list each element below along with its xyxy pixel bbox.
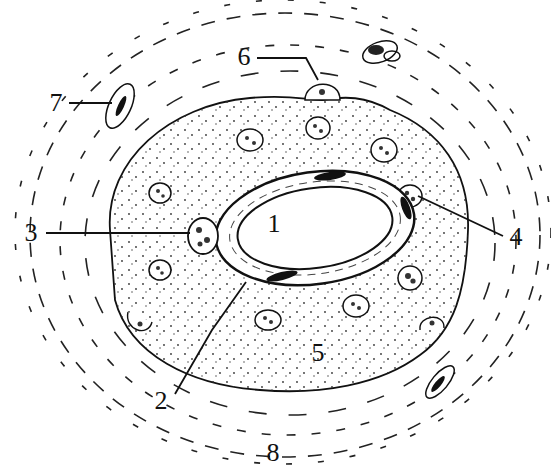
callout-number: 5 [312, 340, 325, 366]
callout-number: 7 [50, 90, 63, 116]
callout-number: 6 [238, 44, 251, 70]
capillary [208, 159, 422, 298]
cell-body [110, 97, 468, 392]
nuclei [149, 117, 422, 330]
chromatin [156, 124, 416, 324]
callout-number: 8 [267, 440, 280, 466]
connective-tissue [15, 0, 551, 464]
callout-number: 4 [510, 224, 523, 250]
satellite-cells [128, 84, 444, 330]
callout-number: 2 [155, 388, 168, 414]
fibroblasts [100, 36, 459, 402]
callout-number: 3 [25, 220, 38, 246]
callout-number: 1 [268, 211, 281, 237]
cytoplasm-stipple [110, 97, 468, 392]
leader-lines [46, 58, 503, 394]
pericyte [188, 218, 218, 254]
endothelial-nuclei [266, 170, 414, 284]
